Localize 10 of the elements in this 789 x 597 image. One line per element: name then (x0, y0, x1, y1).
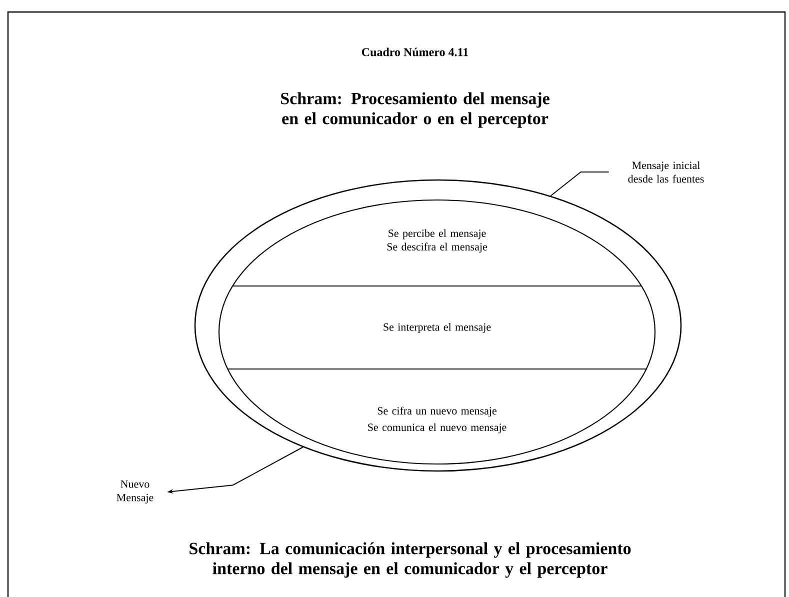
band-text: Se percibe el mensaje Se descifra el mensaje (387, 229, 488, 253)
figure-number: Cuadro Número 4.11 (362, 48, 468, 56)
annotation-text: Nuevo Mensaje (116, 480, 154, 504)
leader-line (550, 172, 610, 196)
annotation-text: Mensaje inicial desde las fuentes (628, 161, 704, 183)
band-text: Se interpreta el mensaje (384, 323, 491, 333)
title: Schram: Procesamiento del mensaje en el comunicador o en el perceptor (281, 92, 550, 128)
band-text: Se cifra un nuevo mensaje Se comunica el nuevo mensaje (368, 406, 506, 434)
inner-ellipse (218, 199, 656, 465)
caption: Schram: La comunicación interpersonal y el procesamiento interno del mensaje en el comunicador y el perceptor (190, 542, 631, 578)
